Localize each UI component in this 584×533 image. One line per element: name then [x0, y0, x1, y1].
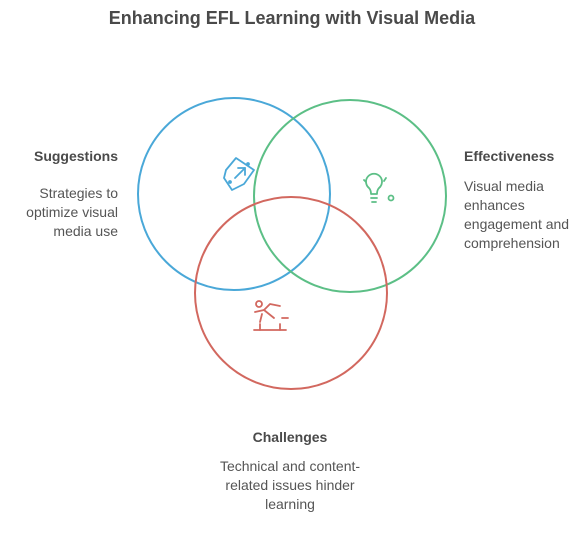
challenges-description: Technical and content-related issues hin… [219, 458, 361, 512]
challenges-circle [194, 196, 388, 390]
effectiveness-label: Effectiveness [464, 148, 555, 164]
suggestions-description: Strategies to optimize visual media use [26, 185, 118, 239]
suggestions-label: Suggestions [33, 148, 118, 164]
document-edit-icon [223, 157, 255, 191]
effectiveness-circle [253, 99, 447, 293]
suggestions-circle [137, 97, 331, 291]
effectiveness-description: Visual media enhances engagement and com… [464, 178, 570, 251]
challenges-label: Challenges [252, 429, 328, 445]
hurdle-jumper-icon [253, 300, 289, 331]
diagram-title: Enhancing EFL Learning with Visual Media [108, 8, 476, 28]
lightbulb-idea-icon [363, 172, 395, 203]
